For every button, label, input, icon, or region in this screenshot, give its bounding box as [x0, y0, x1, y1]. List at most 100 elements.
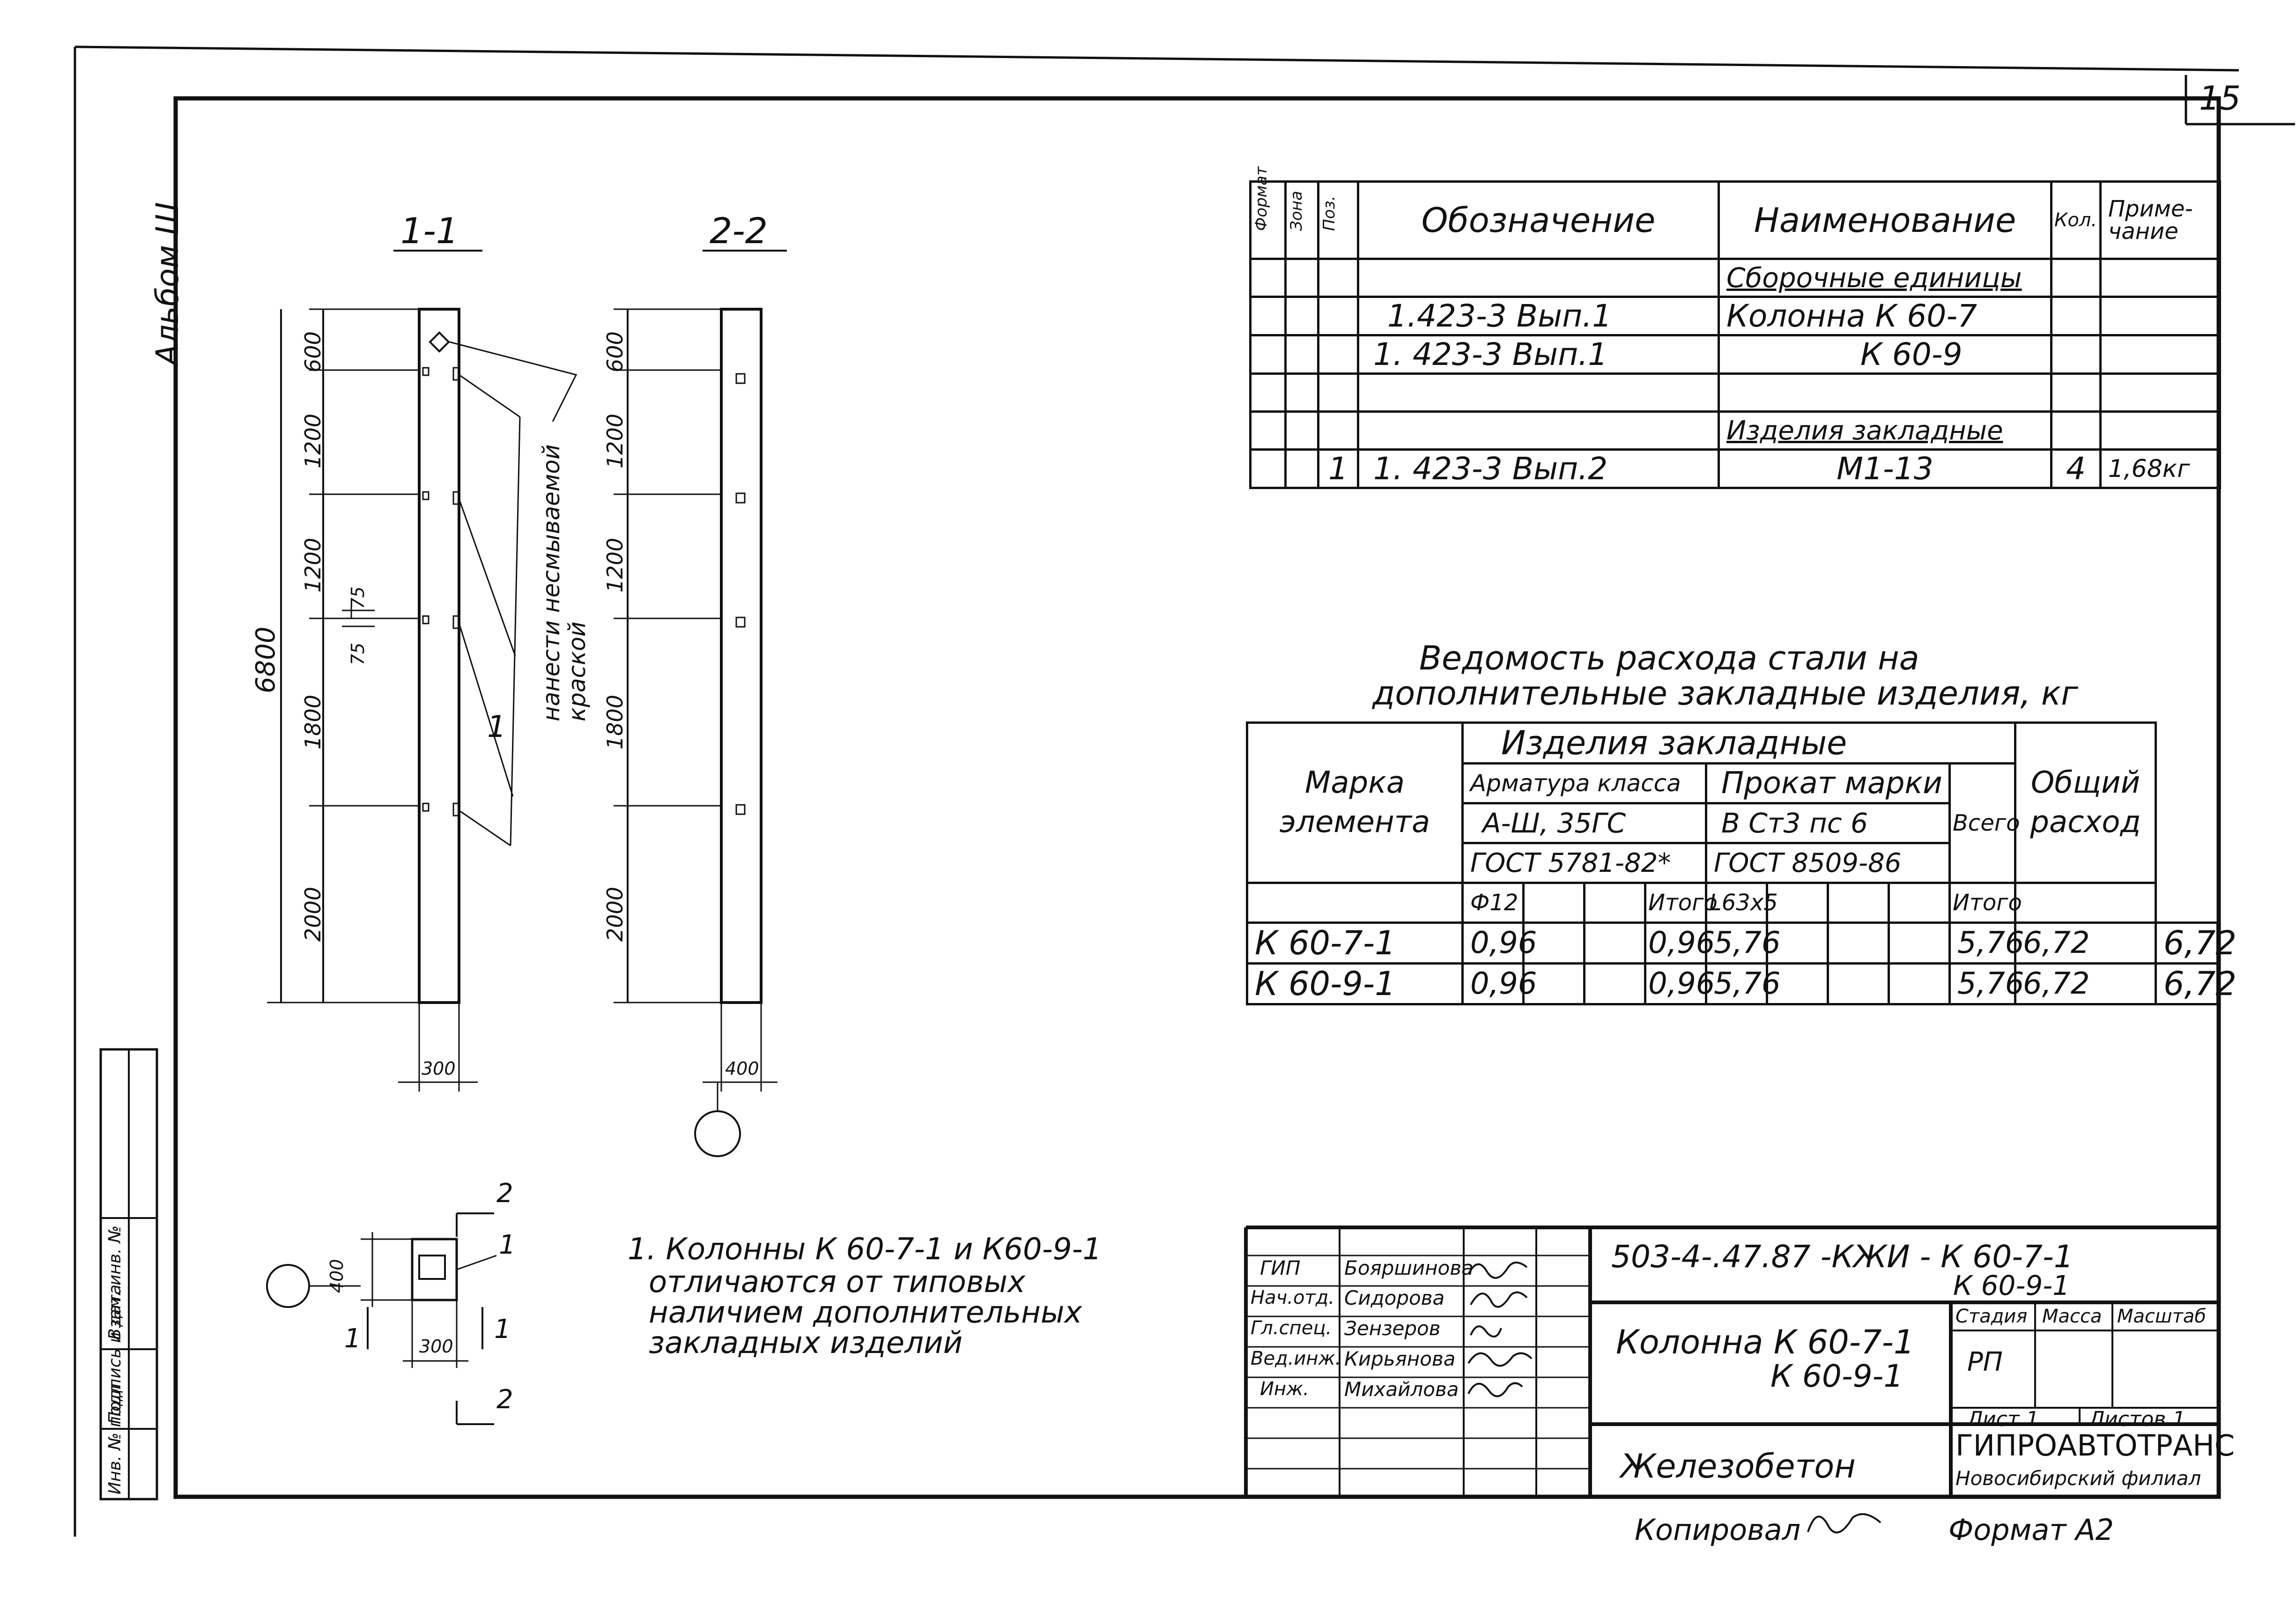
spec-cell-name: Изделия закладные: [1718, 410, 2052, 451]
footer-copied: Копировал: [1635, 1513, 1801, 1547]
steel-cell-mark: К 60-7-1: [1246, 921, 1464, 965]
role-lead-eng: Вед.инж.: [1251, 1348, 1341, 1369]
spec-cell-qty: [2050, 258, 2102, 298]
steel-title-line1: Ведомость расхода стали на: [1419, 639, 1919, 677]
spec-h-designation: Обозначение: [1357, 180, 1720, 260]
object-name-line2: К 60-9-1: [1770, 1358, 1903, 1394]
section-title-2-2: 2-2: [710, 210, 768, 252]
spec-cell-qty: [2050, 372, 2102, 413]
spec-cell-designation: 1. 423-3 Вып.1: [1357, 334, 1720, 375]
steel-h-rolled-gost: ГОСТ 8509-86: [1705, 842, 1951, 884]
spec-cell-note: [2099, 372, 2221, 413]
note-line-3: наличием дополнительных: [649, 1295, 1082, 1330]
section-mark-2-bottom: 2: [496, 1384, 513, 1415]
steel-h-total: Всего: [1948, 762, 2020, 884]
steel-cell-itogo1: 0,96: [1644, 921, 1715, 965]
spec-cell-designation: [1357, 258, 1720, 298]
steel-header-row: Марка элемента Изделия закладные Общий р…: [1246, 721, 2218, 884]
steel-h-rebar-class: А-Ш, 35ГС: [1461, 802, 1707, 844]
note-line-1: 1. Колонны К 60-7-1 и К60-9-1: [628, 1232, 1102, 1267]
org-name: ГИПРОАВТОТРАНС: [1955, 1428, 2235, 1463]
sheet-label: Лист 1: [1967, 1407, 2039, 1431]
steel-h-rebar: Арматура класса: [1461, 762, 1707, 804]
role-head-dept: Нач.отд.: [1251, 1287, 1335, 1308]
steel-h-f12: Ф12: [1461, 882, 1525, 924]
spec-header-row: Формат Зона Поз. Обозначение Наименовани…: [1249, 166, 2221, 260]
spec-row: Сборочные единицы: [1249, 258, 2221, 298]
name-chief-spec: Зензеров: [1344, 1317, 1441, 1340]
plan-position-1: 1: [499, 1230, 516, 1260]
dim-2-width-400: 400: [725, 1058, 759, 1079]
spec-cell-name: К 60-9: [1718, 334, 2052, 375]
spec-cell-note: 1,68кг: [2099, 448, 2221, 489]
steel-subheader-row: Ф12 Итого L63x5 Итого: [1246, 882, 2218, 924]
spec-cell-designation: [1357, 410, 1720, 451]
steel-cell-itogo2: 5,76: [1948, 962, 2024, 1005]
org-branch: Новосибирский филиал: [1955, 1467, 2201, 1490]
spec-cell-pos: [1317, 334, 1359, 375]
spec-cell-name: [1718, 372, 2052, 413]
role-gip: ГИП: [1260, 1256, 1301, 1279]
spec-cell-pos: [1317, 258, 1359, 298]
section-mark-2-top: 2: [496, 1178, 513, 1209]
spec-cell-qty: 4: [2050, 448, 2102, 489]
stage-label: Стадия: [1955, 1306, 2028, 1327]
steel-cell-l63: 5,76: [1705, 962, 1781, 1005]
material-label: Железобетон: [1621, 1447, 1856, 1486]
steel-h-items: Изделия закладные: [1461, 721, 2017, 765]
section-mark-1-right: 1: [494, 1314, 511, 1345]
steel-h-overall: Общий расход: [2014, 721, 2157, 884]
spec-row: Изделия закладные: [1249, 410, 2221, 451]
section-mark-1-left: 1: [344, 1323, 361, 1354]
spec-h-note: Приме- чание: [2099, 180, 2221, 260]
steel-cell-overall: 6,72: [2155, 921, 2237, 965]
mass-label: Масса: [2042, 1306, 2102, 1327]
name-eng: Михайлова: [1344, 1378, 1459, 1401]
spec-cell-note: [2099, 296, 2221, 336]
spec-cell-qty: [2050, 296, 2102, 336]
spec-cell-pos: [1317, 410, 1359, 451]
steel-row: К 60-7-1 0,96 0,96 5,76 5,76 6,72 6,72: [1246, 921, 2237, 965]
spec-cell-qty: [2050, 334, 2102, 375]
steel-header-row: А-Ш, 35ГС В Ст3 пс 6: [1247, 802, 2218, 844]
note-line-2: отличаются от типовых: [649, 1265, 1025, 1300]
spec-cell-note: [2099, 258, 2221, 298]
spec-cell-name: М1-13: [1718, 448, 2052, 489]
spec-cell-pos: 1: [1317, 448, 1359, 489]
name-gip: Бояршинова: [1344, 1256, 1474, 1279]
spec-cell-designation: [1357, 372, 1720, 413]
steel-h-rebar-gost: ГОСТ 5781-82*: [1461, 842, 1707, 884]
doc-code-line1: 503-4-.47.87 -КЖИ - К 60-7-1: [1611, 1239, 2074, 1275]
spec-cell-designation: 1.423-3 Вып.1: [1357, 296, 1720, 336]
sheet-number: 15: [2199, 79, 2241, 118]
steel-h-l63: L63x5: [1705, 882, 1778, 924]
callout-position-1: 1: [487, 710, 506, 744]
spec-cell-name: Колонна К 60-7: [1718, 296, 2052, 336]
steel-cell-itogo1: 0,96: [1644, 962, 1715, 1005]
stage-value: РП: [1967, 1347, 2003, 1377]
note-line-4: закладных изделий: [649, 1326, 963, 1360]
steel-header-row: Арматура класса Прокат марки Всего: [1247, 762, 2218, 884]
spec-row: [1249, 372, 2221, 413]
steel-h-rolled: Прокат марки: [1705, 762, 1951, 804]
steel-h-mark: Марка элемента: [1246, 721, 1464, 884]
spec-cell-designation: 1. 423-3 Вып.2: [1357, 448, 1720, 489]
spec-row: 1.423-3 Вып.1 Колонна К 60-7: [1249, 296, 2221, 336]
name-lead-eng: Кирьянова: [1344, 1347, 1456, 1370]
doc-code-line2: К 60-9-1: [1953, 1270, 2070, 1301]
scale-label: Масштаб: [2117, 1306, 2207, 1327]
spec-cell-note: [2099, 410, 2221, 451]
steel-cell-f12: 0,96: [1461, 921, 1537, 965]
plan-dim-300: 300: [419, 1336, 453, 1357]
spec-h-name: Наименование: [1718, 180, 2052, 260]
steel-cell-l63: 5,76: [1705, 921, 1781, 965]
steel-cell-total: 6,72: [2014, 921, 2157, 965]
role-eng: Инж.: [1260, 1378, 1309, 1400]
spec-cell-qty: [2050, 410, 2102, 451]
spec-cell-note: [2099, 334, 2221, 375]
role-chief-spec: Гл.спец.: [1251, 1317, 1332, 1339]
spec-row: 1 1. 423-3 Вып.2 М1-13 4 1,68кг: [1249, 448, 2221, 489]
